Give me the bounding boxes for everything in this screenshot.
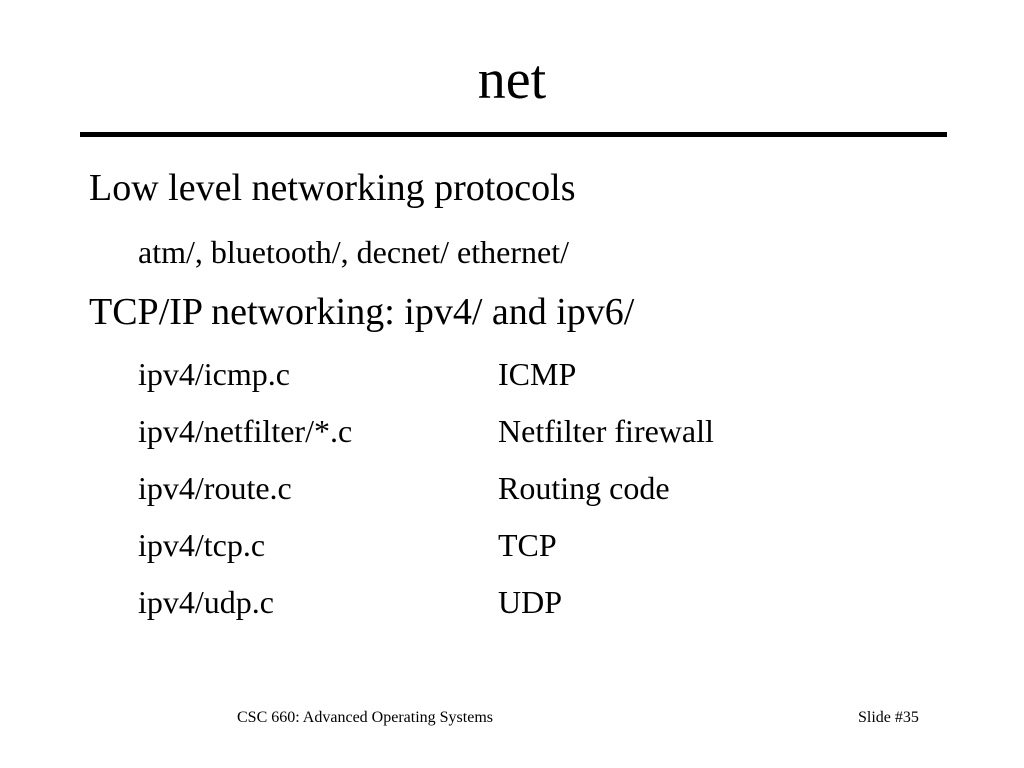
file-path: ipv4/netfilter/*.c — [138, 413, 353, 449]
bullet-tcpip-networking: TCP/IP networking: ipv4/ and ipv6/ — [89, 291, 635, 333]
slide-title: net — [477, 49, 547, 111]
file-description: UDP — [498, 584, 563, 620]
file-row: ipv4/route.c Routing code — [138, 469, 898, 507]
file-path: ipv4/route.c — [138, 470, 292, 506]
title-divider — [80, 132, 947, 137]
file-description: Netfilter firewall — [498, 413, 714, 449]
file-description: Routing code — [498, 470, 670, 506]
file-row: ipv4/tcp.c TCP — [138, 526, 898, 564]
sub-bullet-protocol-dirs: atm/, bluetooth/, decnet/ ethernet/ — [138, 234, 569, 270]
file-description: TCP — [498, 527, 557, 563]
footer-course-title: CSC 660: Advanced Operating Systems — [237, 709, 493, 726]
file-description: ICMP — [498, 356, 577, 392]
file-row: ipv4/udp.c UDP — [138, 583, 898, 621]
file-path: ipv4/icmp.c — [138, 356, 290, 392]
file-path: ipv4/udp.c — [138, 584, 274, 620]
file-row: ipv4/netfilter/*.c Netfilter firewall — [138, 412, 898, 450]
footer-slide-number: Slide #35 — [858, 709, 919, 726]
file-row: ipv4/icmp.c ICMP — [138, 355, 898, 393]
file-path: ipv4/tcp.c — [138, 527, 266, 563]
bullet-low-level-protocols: Low level networking protocols — [89, 167, 576, 209]
